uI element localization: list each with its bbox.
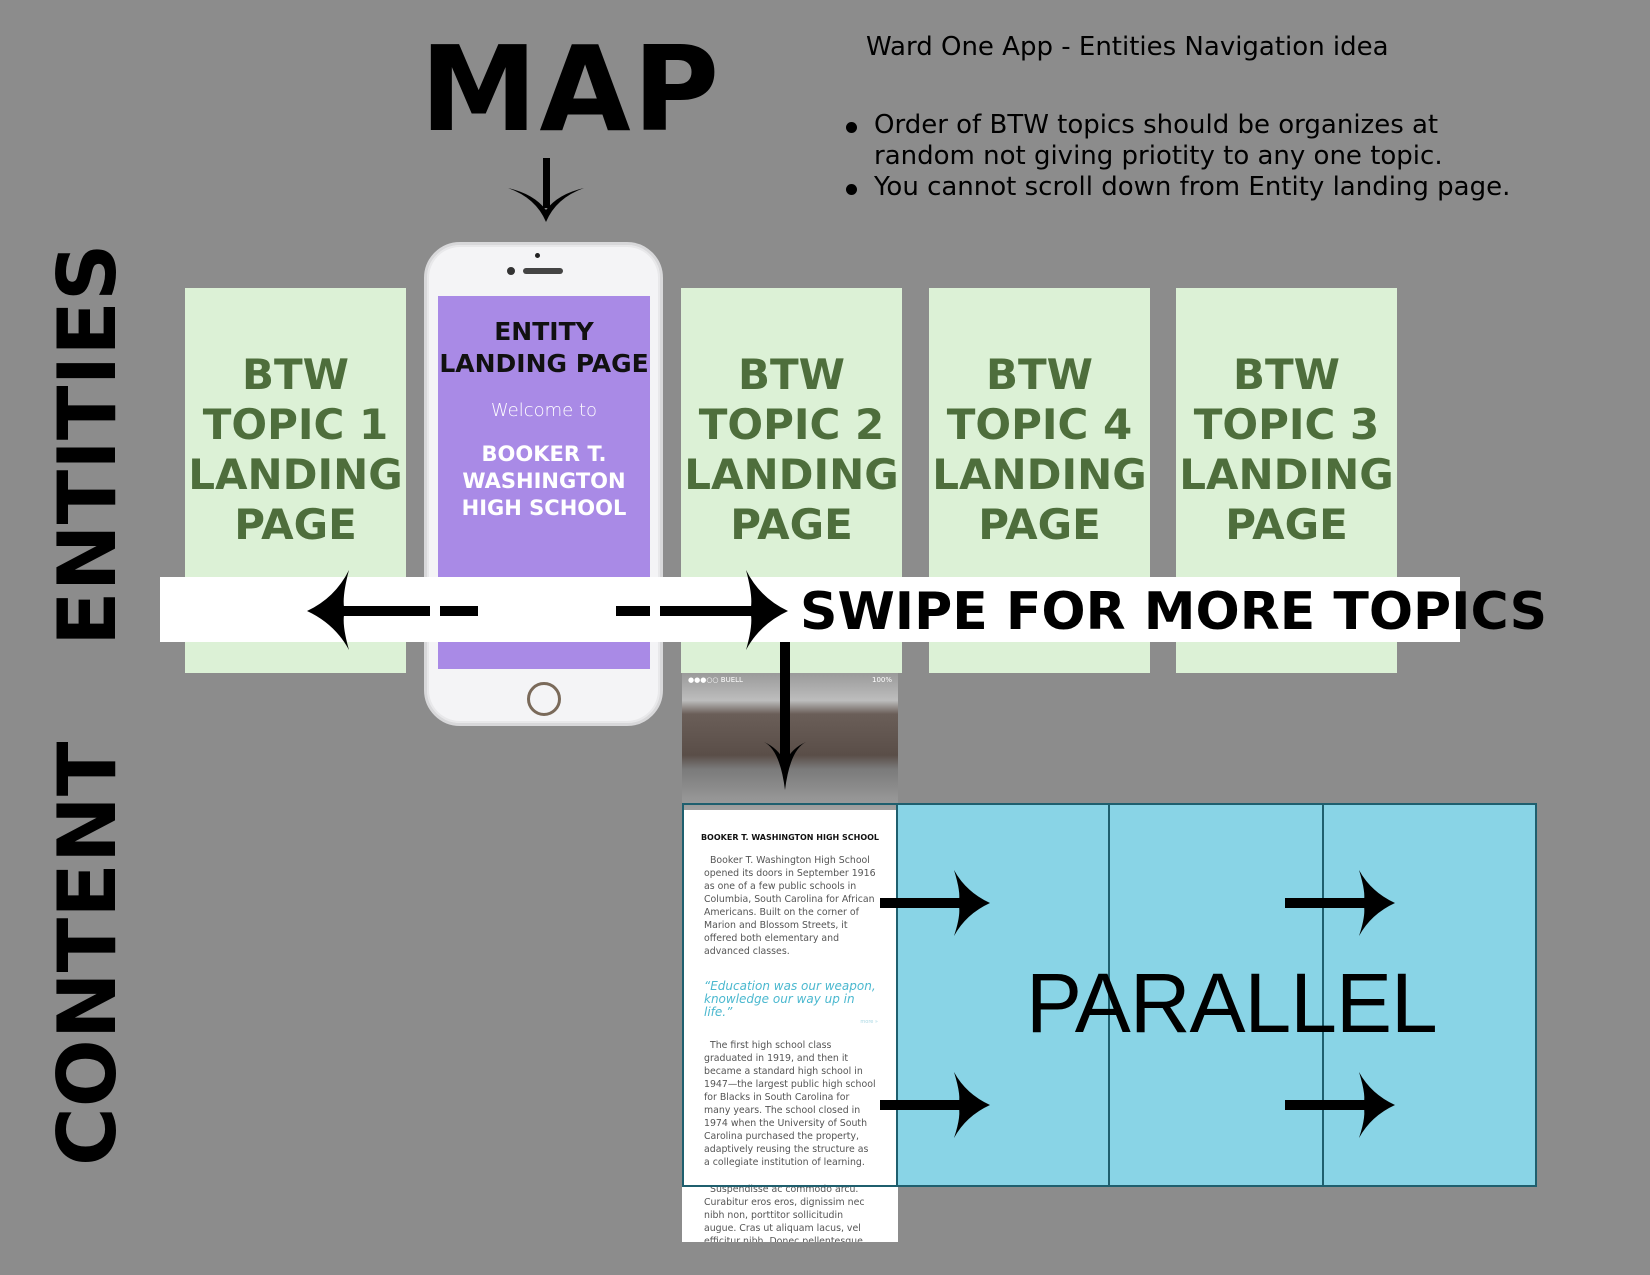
title-line: ENTITY bbox=[494, 317, 594, 346]
title-line: LANDING PAGE bbox=[439, 349, 649, 378]
screen-title: ENTITY LANDING PAGE bbox=[438, 316, 650, 380]
card-line: LANDING bbox=[188, 450, 403, 499]
article-paragraph: Suspendisse ac commodo arcu. Curabitur e… bbox=[704, 1184, 865, 1242]
content-row-label: CONTENT bbox=[41, 741, 134, 1166]
article-heading: BOOKER T. WASHINGTON HIGH SCHOOL bbox=[700, 833, 880, 842]
card-line: LANDING bbox=[1179, 450, 1394, 499]
arrow-left-icon bbox=[307, 570, 478, 650]
card-line: TOPIC 3 bbox=[1193, 400, 1380, 449]
arrow-right-icon bbox=[880, 1072, 990, 1138]
home-button[interactable] bbox=[527, 682, 561, 716]
card-line: TOPIC 4 bbox=[946, 400, 1133, 449]
card-line: BTW bbox=[738, 350, 845, 399]
arrow-right-icon bbox=[616, 570, 788, 650]
speaker-icon bbox=[523, 268, 563, 274]
notes-list: Order of BTW topics should be organizes … bbox=[846, 110, 1526, 203]
article-paragraph: The first high school class graduated in… bbox=[704, 1040, 876, 1168]
arrow-right-icon bbox=[880, 870, 990, 936]
school-line: BOOKER T. bbox=[481, 442, 607, 466]
school-name: BOOKER T. WASHINGTON HIGH SCHOOL bbox=[438, 441, 650, 522]
sensor-icon bbox=[507, 267, 515, 275]
welcome-text: Welcome to bbox=[490, 400, 598, 421]
card-line: LANDING bbox=[932, 450, 1147, 499]
map-label: MAP bbox=[420, 20, 722, 158]
arrow-down-icon bbox=[508, 158, 584, 222]
entities-row-label: ENTITIES bbox=[41, 243, 134, 646]
school-line: HIGH SCHOOL bbox=[461, 496, 627, 520]
arrow-right-icon bbox=[1285, 870, 1395, 936]
status-right: 100% bbox=[871, 676, 892, 684]
card-line: PAGE bbox=[730, 500, 853, 549]
card-line: BTW bbox=[1233, 350, 1340, 399]
card-line: PAGE bbox=[234, 500, 357, 549]
note-item: You cannot scroll down from Entity landi… bbox=[846, 172, 1526, 203]
arrow-down-icon bbox=[764, 642, 806, 790]
arrow-right-icon bbox=[1285, 1072, 1395, 1138]
card-line: BTW bbox=[242, 350, 349, 399]
card-line: PAGE bbox=[1225, 500, 1348, 549]
card-line: TOPIC 1 bbox=[202, 400, 389, 449]
content-page[interactable]: ●●●○○ BUELL 100% BOOKER T. WASHINGTON HI… bbox=[682, 673, 898, 1242]
divider bbox=[1322, 803, 1324, 1187]
card-line: LANDING bbox=[684, 450, 899, 499]
divider bbox=[1108, 803, 1110, 1187]
note-item: Order of BTW topics should be organizes … bbox=[846, 110, 1526, 172]
article-quote: “Education was our weapon, knowledge our… bbox=[704, 979, 876, 1019]
status-left: ●●●○○ BUELL bbox=[688, 676, 743, 684]
content-page-outline bbox=[682, 803, 898, 1187]
more-link[interactable]: more » bbox=[860, 1019, 878, 1025]
camera-icon bbox=[535, 253, 540, 258]
card-line: PAGE bbox=[978, 500, 1101, 549]
article-paragraph: Booker T. Washington High School opened … bbox=[704, 855, 876, 957]
card-line: BTW bbox=[986, 350, 1093, 399]
parallel-label: PARALLEL bbox=[1026, 956, 1438, 1050]
card-line: TOPIC 2 bbox=[698, 400, 885, 449]
swipe-label: SWIPE FOR MORE TOPICS bbox=[800, 582, 1548, 642]
note-title: Ward One App - Entities Navigation idea bbox=[866, 32, 1389, 62]
school-line: WASHINGTON bbox=[462, 469, 626, 493]
